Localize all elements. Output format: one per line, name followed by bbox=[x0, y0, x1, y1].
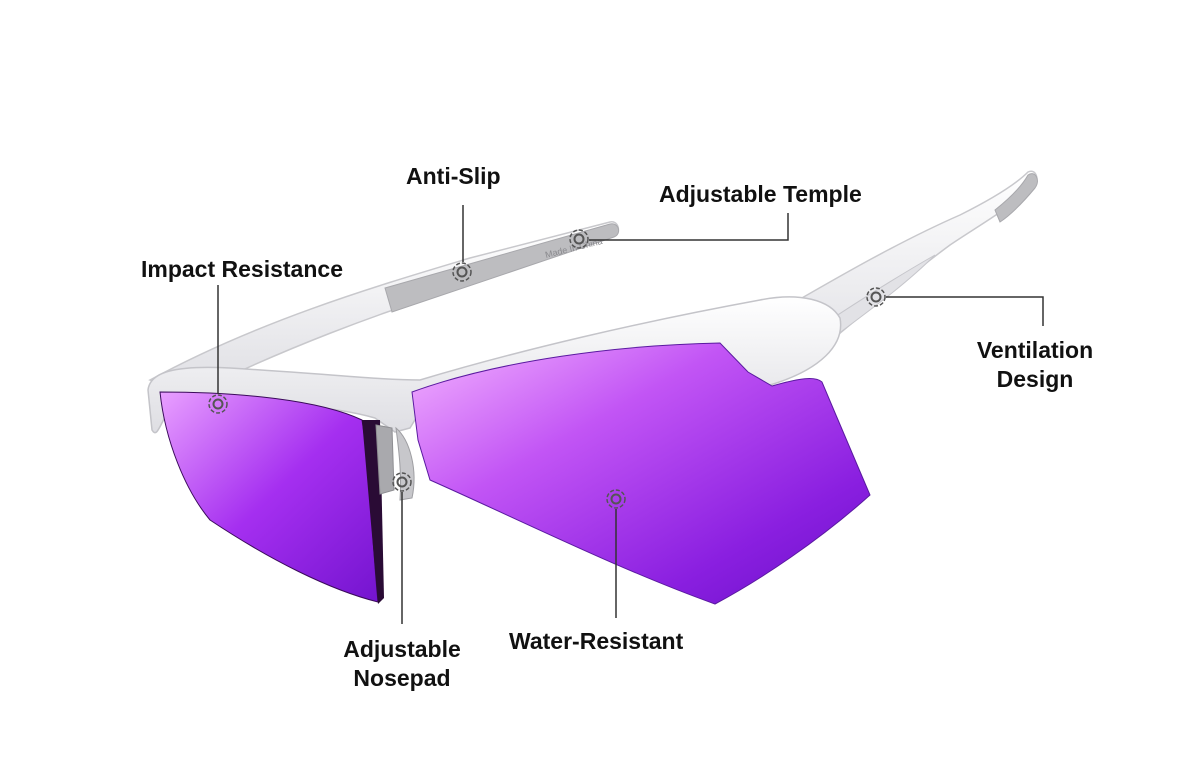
label-ventilation-design: Ventilation Design bbox=[955, 336, 1115, 394]
marker-adjustable-temple bbox=[569, 229, 589, 249]
label-nosepad-line2: Nosepad bbox=[353, 665, 451, 691]
leader-lines bbox=[217, 205, 1044, 624]
marker-nosepad bbox=[392, 472, 412, 492]
marker-ventilation bbox=[866, 287, 886, 307]
leader-ventilation bbox=[886, 296, 1044, 326]
left-lens bbox=[159, 391, 379, 603]
label-ventilation-line2: Design bbox=[996, 366, 1074, 392]
label-anti-slip: Anti-Slip bbox=[406, 163, 501, 189]
callout-markers bbox=[208, 229, 886, 509]
label-ventilation-line1: Ventilation bbox=[976, 337, 1094, 363]
label-nosepad-line1: Adjustable bbox=[343, 636, 461, 662]
label-impact-resistance: Impact Resistance bbox=[141, 256, 343, 282]
far-temple-grip bbox=[384, 223, 620, 313]
nose-pads bbox=[375, 424, 415, 501]
leader-adjustable-temple bbox=[589, 213, 789, 241]
label-water-resistant: Water-Resistant bbox=[509, 628, 684, 654]
label-adjustable-nosepad: Adjustable Nosepad bbox=[322, 635, 482, 693]
label-adjustable-temple: Adjustable Temple bbox=[659, 181, 862, 207]
marker-anti-slip bbox=[452, 262, 472, 282]
right-lens bbox=[411, 342, 871, 605]
near-temple-tip bbox=[994, 173, 1038, 223]
vent-slot bbox=[814, 254, 936, 341]
marker-water-resistant bbox=[606, 489, 626, 509]
marker-impact-resistance bbox=[208, 394, 228, 414]
